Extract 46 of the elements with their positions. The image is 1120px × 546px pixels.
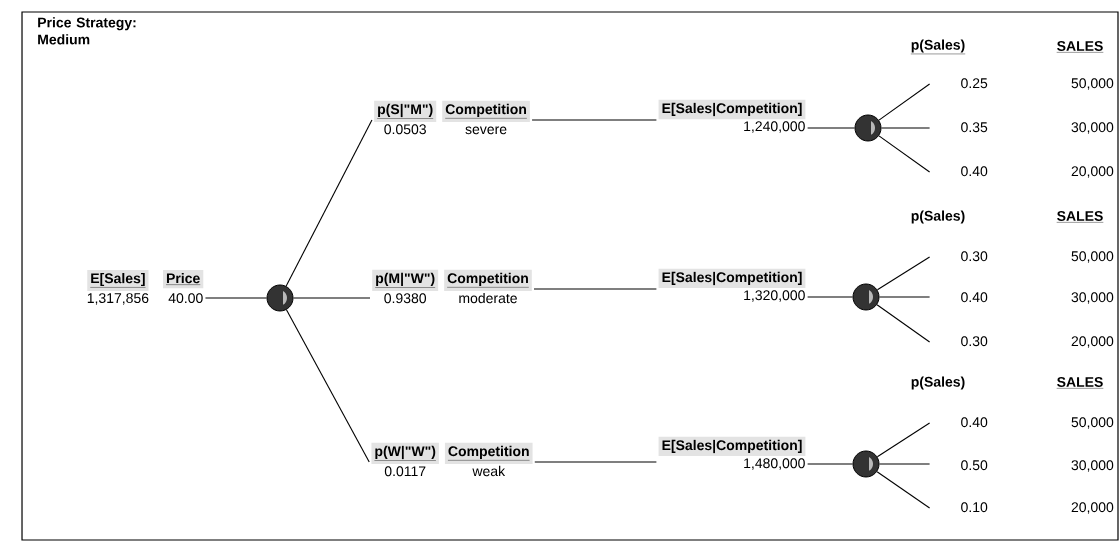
title: Price Strategy: Medium: [38, 17, 136, 45]
expected-value-label: E[Sales|Competition] 1,480,000: [658, 436, 806, 470]
column-header: SALES: [1056, 211, 1104, 223]
branch-line: [876, 256, 931, 291]
column-header: p(Sales): [910, 39, 966, 55]
branch-line: [878, 83, 931, 121]
branch-line: [878, 135, 931, 173]
chance-node: [852, 283, 880, 311]
branch-line: [876, 422, 931, 458]
outcome-row: 0.40 30,000: [961, 292, 1114, 304]
branch-line: [876, 304, 931, 343]
outcome-row: 0.50 30,000: [961, 460, 1114, 472]
expected-value-label: E[Sales|Competition] 1,240,000: [658, 99, 806, 133]
outcome-row: 0.30 20,000: [961, 336, 1114, 348]
expected-value-label: E[Sales|Competition] 1,320,000: [658, 268, 806, 302]
branch-line: [533, 288, 657, 290]
branch-line: [285, 119, 373, 287]
branch-line: [531, 119, 657, 121]
column-header: SALES: [1056, 377, 1104, 389]
outcome-row: 0.30 50,000: [961, 251, 1114, 263]
column-header: p(Sales): [911, 210, 965, 224]
branch-line: [807, 127, 856, 129]
branch-line: [880, 127, 931, 129]
branch-line: [534, 461, 657, 463]
branch-label: p(M|"W") Competition 0.9380 moderate: [372, 269, 532, 304]
branch-label: p(S|"M") Competition 0.0503 severe: [374, 100, 530, 135]
branch-line: [878, 296, 931, 298]
branch-line: [807, 463, 854, 465]
branch-label: p(W|"W") Competition 0.0117 weak: [371, 442, 533, 477]
chance-node: [852, 450, 880, 478]
chance-node: [266, 284, 294, 312]
column-header: SALES: [1056, 41, 1104, 53]
outcome-row: 0.10 20,000: [961, 502, 1114, 514]
branch-line: [807, 296, 854, 298]
branch-line: [285, 309, 370, 463]
outcome-row: 0.25 50,000: [961, 78, 1114, 90]
branch-line: [292, 297, 371, 299]
branch-line: [878, 463, 931, 465]
outcome-row: 0.40 20,000: [961, 166, 1114, 178]
branch-line: [876, 471, 931, 509]
outcome-row: 0.35 30,000: [961, 122, 1114, 134]
chance-node: [854, 114, 882, 142]
decision-label: E[Sales] Price 1,317,856 40.00: [87, 269, 204, 305]
outcome-row: 0.40 50,000: [961, 417, 1114, 429]
branch-line: [204, 297, 268, 299]
column-header: p(Sales): [911, 376, 965, 390]
